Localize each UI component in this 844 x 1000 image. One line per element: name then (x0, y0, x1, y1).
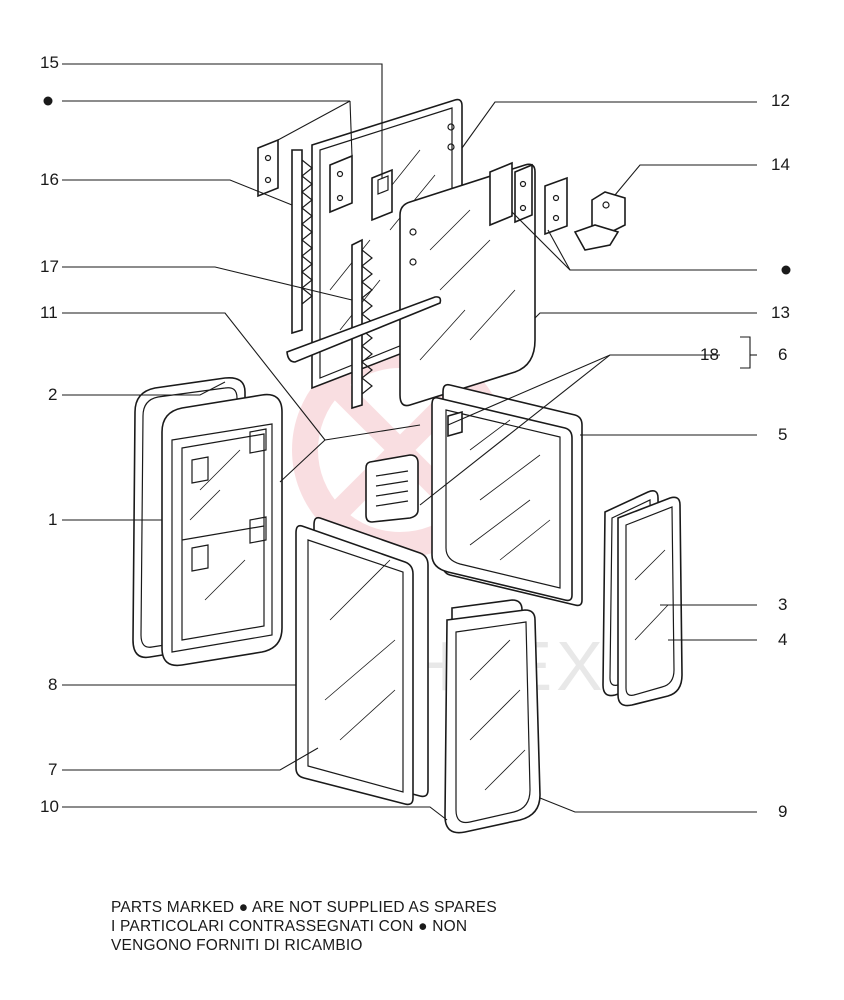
part-8-frame (295, 516, 429, 806)
callout-15: 15 (40, 53, 59, 72)
part-11-rod (286, 296, 442, 363)
callout-1: 1 (48, 510, 57, 529)
callout-3: 3 (778, 595, 787, 614)
spares-note: PARTS MARKED ● ARE NOT SUPPLIED AS SPARE… (111, 898, 497, 955)
note-line-1: PARTS MARKED ● ARE NOT SUPPLIED AS SPARE… (111, 899, 497, 916)
part-15-catch (371, 168, 393, 222)
part-13-sliding-glass (399, 163, 536, 407)
callout-14: 14 (771, 155, 790, 174)
marker-dot-right (781, 265, 791, 275)
part-hinge-block-b (544, 176, 568, 236)
callout-10: 10 (40, 797, 59, 816)
callout-4: 4 (778, 630, 787, 649)
callout-2: 2 (48, 385, 57, 404)
leader-lines (62, 63, 757, 821)
part-14-latch (573, 191, 626, 251)
callout-8: 8 (48, 675, 57, 694)
callout-9: 9 (778, 802, 787, 821)
part-1-window-frame (161, 393, 283, 667)
callout-5: 5 (778, 425, 787, 444)
part-5-frame (431, 383, 583, 607)
part-18-vent-grille (365, 410, 463, 523)
callout-16: 16 (40, 170, 59, 189)
callout-17: 17 (40, 257, 59, 276)
part-latch-block-left (257, 138, 279, 198)
callout-labels: 15 16 17 11 2 1 8 7 10 12 14 13 18 6 5 3… (40, 53, 790, 821)
part-16-serrated-strip (291, 149, 313, 335)
note-line-2: I PARTICOLARI CONTRASSEGNATI CON ● NON (111, 918, 468, 935)
part-4-frame (617, 496, 683, 707)
part-latch-block-mid (329, 154, 353, 214)
callout-6: 6 (778, 345, 787, 364)
note-line-3: VENGONO FORNITI DI RICAMBIO (111, 937, 363, 954)
callout-12: 12 (771, 91, 790, 110)
callout-13: 13 (771, 303, 790, 322)
marker-dot-left (43, 96, 53, 106)
part-hinge-block-a (489, 161, 533, 227)
part-17-serrated-strip (351, 238, 373, 410)
part-10-frame (444, 599, 541, 834)
callout-7: 7 (48, 760, 57, 779)
callout-18: 18 (700, 345, 719, 364)
callout-11: 11 (40, 303, 58, 322)
